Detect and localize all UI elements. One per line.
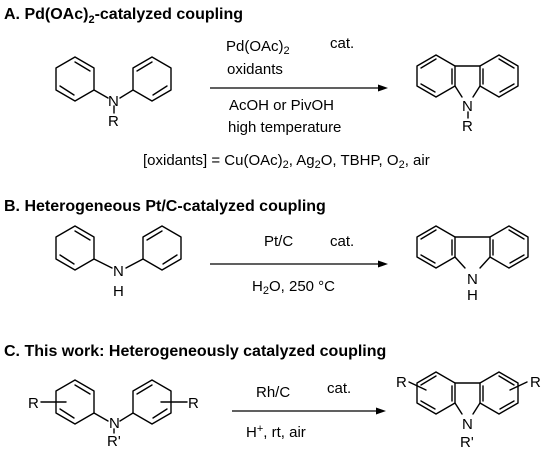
section-b-product-carbazole: N H xyxy=(416,225,529,304)
r-substituent-right: R xyxy=(188,395,199,412)
section-a-heading: A. Pd(OAc)2-catalyzed coupling xyxy=(4,6,243,26)
nitrogen-atom: N xyxy=(113,263,124,280)
right-ring xyxy=(479,54,519,98)
left-benzene-ring xyxy=(55,379,95,425)
section-a-solvent: AcOH or PivOH xyxy=(229,97,334,114)
section-b-heading: B. Heterogeneous Pt/C-catalyzed coupling xyxy=(4,198,326,215)
right-benzene-ring xyxy=(132,56,172,102)
section-a-catalyst: Pd(OAc)2 xyxy=(226,38,290,57)
r-prime-substituent: R' xyxy=(107,433,121,450)
hydrogen-atom: H xyxy=(113,283,124,300)
right-ring xyxy=(489,225,529,269)
section-c-arrowhead xyxy=(376,407,386,415)
left-ring xyxy=(416,371,456,415)
nitrogen-atom: N xyxy=(108,93,119,110)
r-substituent: R xyxy=(462,118,473,135)
section-a-product-carbazole: N R xyxy=(416,54,519,135)
left-benzene-ring xyxy=(55,225,95,271)
hydrogen-atom: H xyxy=(467,287,478,304)
r-substituent-left: R xyxy=(396,374,407,391)
right-benzene-ring xyxy=(132,379,172,425)
section-a-oxidants: oxidants xyxy=(227,61,283,78)
section-a-temperature: high temperature xyxy=(228,119,341,136)
section-b-catalyst: Pt/C xyxy=(264,233,293,250)
right-ring xyxy=(479,371,519,415)
section-a-cat-label: cat. xyxy=(330,35,354,52)
nitrogen-atom: N xyxy=(467,271,478,288)
nitrogen-atom: N xyxy=(109,415,120,432)
nitrogen-atom: N xyxy=(462,98,473,115)
r-prime-substituent: R' xyxy=(460,434,474,451)
right-r-bond xyxy=(509,381,528,391)
section-c-product-carbazole: R R N R' xyxy=(396,371,541,451)
section-c-conditions: H+, rt, air xyxy=(246,423,306,441)
section-b-cat-label: cat. xyxy=(330,233,354,250)
r-substituent-left: R xyxy=(28,395,39,412)
r-substituent: R xyxy=(108,113,119,130)
left-ring xyxy=(416,54,456,98)
section-a-arrowhead xyxy=(378,84,388,92)
section-b-conditions: H2O, 250 °C xyxy=(252,278,335,297)
section-c-reactant-diphenylamine: R R N R' xyxy=(28,379,199,450)
section-c-cat-label: cat. xyxy=(327,380,351,397)
section-c-heading: C. This work: Heterogeneously catalyzed … xyxy=(4,343,386,360)
left-ring xyxy=(416,225,456,269)
left-r-bond xyxy=(408,381,427,391)
r-substituent-right: R xyxy=(530,374,541,391)
section-c-catalyst: Rh/C xyxy=(256,384,290,401)
right-benzene-ring xyxy=(142,225,182,271)
section-b-reactant-diphenylamine: N H xyxy=(55,225,182,300)
left-benzene-ring xyxy=(55,56,95,102)
section-a-oxidants-note: [oxidants] = Cu(OAc)2, Ag2O, TBHP, O2, a… xyxy=(143,152,430,171)
section-b-arrowhead xyxy=(378,260,388,268)
nitrogen-atom: N xyxy=(462,416,473,433)
section-a-reactant-diphenylamine: N R xyxy=(55,56,172,130)
